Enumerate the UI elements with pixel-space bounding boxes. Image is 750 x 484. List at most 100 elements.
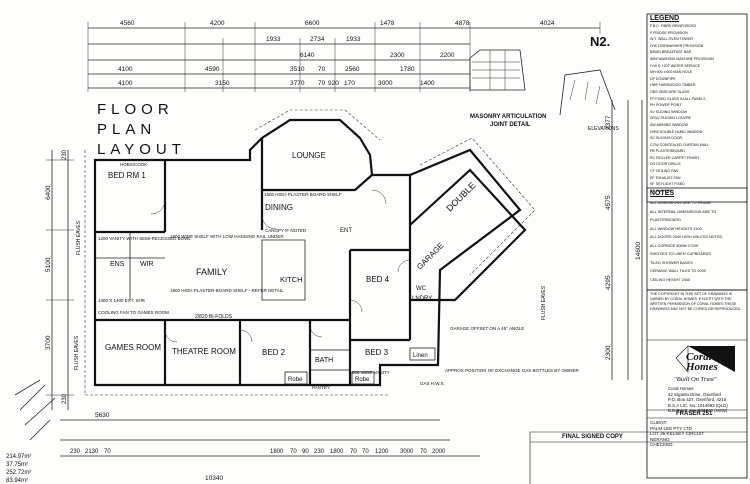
copyright-text: THE COPYRIGHT IN THIS SET OF DRAWINGS IS…	[650, 292, 742, 311]
bottom-dim-12: 3000	[400, 449, 414, 455]
top-dim-19: 4100	[118, 80, 133, 87]
right-dimension-lines	[611, 100, 643, 380]
room-garage-double: DOUBLE	[444, 180, 477, 213]
area-4: 83.94m²	[6, 478, 28, 484]
company-address-1: 42 Siganto Drive, Oxenford	[668, 391, 721, 397]
note-pantry: PANTRY	[312, 385, 330, 390]
note-hobbies: HOBS/COOK	[120, 162, 147, 167]
sheet-id: N2.	[590, 34, 611, 49]
bottom-dim-8: 1800	[330, 449, 344, 455]
north-arrow-sketch	[14, 379, 56, 441]
coral-homes-logo	[675, 345, 735, 373]
note-vanity: 1200 VANITY WITH SEMI-RECESSED BOWL	[98, 236, 191, 241]
note-item: ALL DOORS 2040 HIGH UNLESS NOTED	[650, 235, 723, 239]
notes-heading: NOTES	[650, 190, 675, 197]
top-dim-18: 1780	[400, 66, 415, 73]
note-item: CEILING HEIGHT 2440	[650, 277, 691, 282]
legend-item: OBS OBSCURE GLASS	[650, 89, 690, 94]
legend-item: EF EXHAUST FAN	[650, 175, 681, 180]
note-item: ALL INTERNAL DIMENSIONS ARE TO PLASTERBO…	[650, 209, 717, 223]
legend-item: DHW DOUBLE HUNG WINDOW	[650, 129, 703, 134]
titleblock-box	[646, 289, 748, 479]
eaves-lines	[84, 109, 536, 396]
legend-item: FF FIXED GLASS IN ALL PANELS	[650, 96, 706, 101]
bottom-dim-left: 5630	[95, 412, 110, 419]
bottom-dim-11: 1200	[375, 449, 389, 455]
note-item: ALL DIMENSIONS ARE TO FRAME	[650, 201, 711, 205]
room-family: FAMILY	[196, 267, 227, 277]
legend-item: W.T. WALL OVEN TOWER	[650, 37, 693, 42]
room-wir: WIR	[140, 261, 154, 268]
top-dim-24: 170	[344, 80, 355, 87]
right-dim-1: 2377	[605, 115, 612, 130]
bottom-dim-1: 230	[70, 449, 81, 455]
masonry-subtitle: JOINT DETAIL	[490, 122, 531, 128]
left-dim-5: 230	[62, 393, 68, 404]
top-dim-1: 4560	[120, 20, 135, 27]
top-dim-5: 4878	[455, 20, 470, 27]
bottom-dim-4: 1800	[270, 449, 284, 455]
title-line-3: LAYOUT	[97, 141, 186, 158]
right-dim-4: 2300	[605, 345, 612, 360]
client-suburb: NERANG	[650, 436, 670, 442]
legend-item: CF CEILING FAN	[650, 169, 679, 174]
legend-item: HWF HARDWOOD TIMBER	[650, 83, 696, 88]
room-lounge: LOUNGE	[292, 151, 326, 160]
room-bed1: BED RM 1	[108, 171, 146, 180]
room-games: GAMES ROOM	[105, 343, 161, 352]
bottom-dim-2: 2130	[85, 449, 99, 455]
company-license-2: B.B.O LIC. No. 566840 (NSW)	[668, 408, 728, 414]
room-bath: BATH	[315, 357, 333, 364]
top-dim-8: 2734	[310, 36, 325, 43]
right-dim-5: 14600	[635, 242, 642, 260]
legend-item: RC ROLLER CARPET FINISH	[650, 155, 699, 160]
floor-plan-title: FLOOR PLAN LAYOUT	[97, 100, 186, 160]
note-family-shelf: 1800 HIGH PLASTER-BOARD SHELF - REFER DE…	[170, 288, 284, 293]
top-dim-12: 2200	[440, 52, 455, 59]
room-theatre: THEATRE ROOM	[172, 347, 236, 356]
top-dim-20: 3150	[215, 80, 230, 87]
left-dim-3: 3700	[45, 335, 52, 350]
room-dining: DINING	[265, 203, 293, 212]
left-dimension-lines	[46, 150, 74, 410]
area-1: 214.97m²	[6, 454, 31, 460]
company-name: Coral Homes	[668, 386, 694, 391]
final-copy-stamp: FINAL SIGNED COPY	[562, 434, 623, 440]
bottom-dimension-lines	[60, 419, 480, 457]
top-dim-16: 70	[318, 66, 326, 73]
area-2: 37.75m²	[6, 462, 28, 468]
company-license-1: B.S.A LIC. No. 1014993 (QLD)	[668, 402, 728, 408]
bottom-dim-5: 70	[290, 449, 297, 455]
note-gas-hws: GAS H.W.S.	[420, 381, 445, 386]
room-ens: ENS	[110, 261, 125, 268]
note-canopy: CANOPY IF NOTED	[265, 228, 307, 233]
titleblock: THE COPYRIGHT IN THIS SET OF DRAWINGS IS…	[650, 292, 745, 413]
top-dim-13: 4100	[118, 66, 133, 73]
client-lot: LOT 35 KELSEY CIRCUIT	[650, 431, 705, 437]
title-line-1: FLOOR	[97, 101, 174, 118]
top-dim-21: 3770	[290, 80, 305, 87]
top-dim-3: 6600	[305, 20, 320, 27]
logo-word-2: Homes	[686, 361, 718, 373]
notes-panel: NOTES ALL DIMENSIONS ARE TO FRAME ALL INT…	[650, 190, 746, 284]
bottom-dim-7: 230	[314, 449, 325, 455]
top-dim-14: 4590	[205, 66, 220, 73]
note-robe-shelf: 1800 WIDE SHELF WITH LOW HANGING RAIL UN…	[170, 234, 284, 239]
legend-item: W/M WASHING MACHINE PROVISION	[650, 56, 714, 61]
left-dim-1: 6400	[45, 185, 52, 200]
note-shower: 1400 X 1400 EXT. SHR	[98, 298, 146, 303]
legend-item: D/W DISHWASHER PROVISION	[650, 43, 704, 48]
bottom-dim-3: 70	[104, 449, 111, 455]
legend-item: AW AWNING WINDOW	[650, 122, 688, 127]
note-flush-eaves-left: FLUSH EAVES	[76, 220, 82, 255]
note-cooling: COOLING FAN TO GAMES ROOM	[98, 310, 169, 315]
top-dim-22: 70	[318, 80, 326, 87]
top-dim-2: 4200	[210, 20, 225, 27]
room-entry: ENT	[340, 228, 352, 234]
legend-item: DG DOOR GRILLE	[650, 162, 681, 167]
bottom-dim-10: 70	[362, 449, 369, 455]
door-swings	[150, 189, 411, 343]
